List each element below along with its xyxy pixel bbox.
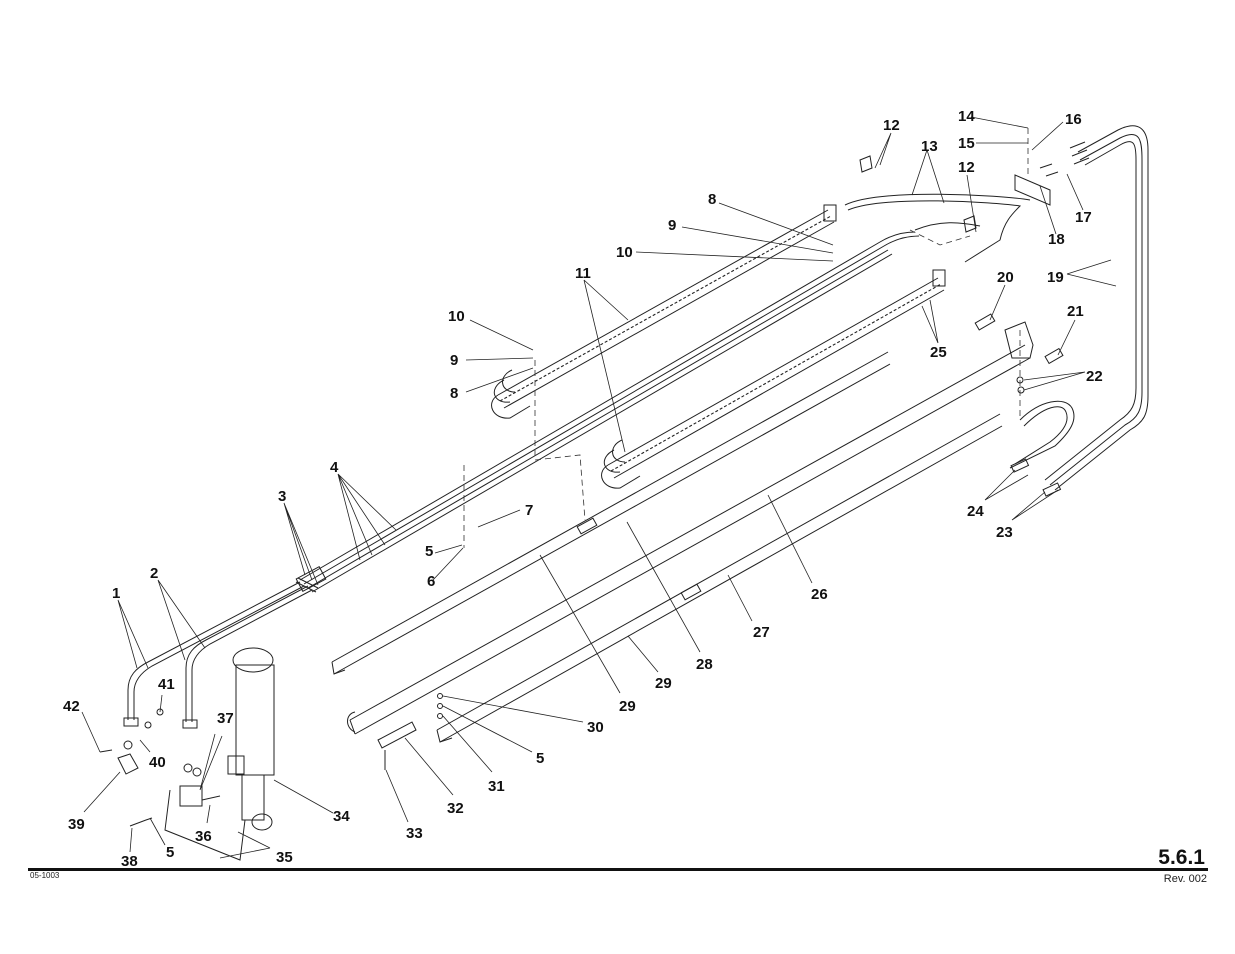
callout-29b: 29 [619,698,636,715]
fittings [859,141,1090,497]
callout-41: 41 [158,676,175,693]
callout-34: 34 [333,808,350,825]
callout-29: 29 [655,675,672,692]
callout-27: 27 [753,624,770,641]
mount-bracket [1014,163,1059,206]
callout-20: 20 [997,269,1014,286]
callout-39: 39 [68,816,85,833]
callout-18: 18 [1048,231,1065,248]
callout-9b: 9 [668,217,676,234]
callout-1: 1 [112,585,120,602]
callout-labels: 1 2 3 4 5 6 7 8 9 10 8 9 10 11 12 12 13 … [63,108,1103,870]
callout-15: 15 [958,135,975,152]
callout-16: 16 [1065,111,1082,128]
lower-cable-chain [601,269,946,489]
callout-9: 9 [450,352,458,369]
callout-14: 14 [958,108,975,125]
callout-4: 4 [330,459,339,476]
callout-23: 23 [996,524,1013,541]
revision-label: Rev. 002 [1163,873,1207,885]
channel-upper [331,351,891,675]
callout-5: 5 [425,543,433,560]
valve-assembly [99,708,164,827]
callout-33: 33 [406,825,423,842]
callout-38: 38 [121,853,138,870]
callout-24: 24 [967,503,984,520]
callout-11: 11 [575,265,591,282]
callout-28: 28 [696,656,713,673]
tube-bundle [295,231,920,593]
callout-5c: 5 [166,844,174,861]
hose-bundle-top [844,193,1031,263]
callout-36: 36 [195,828,212,845]
hydraulic-cylinder [227,647,275,831]
callout-17: 17 [1075,209,1092,226]
leader-lines [81,116,1117,859]
callout-12b: 12 [958,159,975,176]
callout-3: 3 [278,488,286,505]
support-beam [347,321,1034,735]
callout-7: 7 [525,502,533,519]
upper-cable-chain [491,204,837,419]
page-number: 5.6.1 [1158,846,1205,869]
callout-40: 40 [149,754,166,771]
callout-35: 35 [276,849,293,866]
callout-13: 13 [921,138,938,155]
callout-6: 6 [427,573,435,590]
callout-30: 30 [587,719,604,736]
callout-22: 22 [1086,368,1103,385]
callout-42: 42 [63,698,80,715]
callout-31: 31 [488,778,505,795]
document-code: 05-1003 [30,871,60,880]
callout-32: 32 [447,800,464,817]
manifold-block [164,763,246,861]
callout-5b: 5 [536,750,544,767]
callout-19: 19 [1047,269,1064,286]
hose-bundle-right [1009,125,1149,491]
callout-25: 25 [930,344,947,361]
channel-lower [436,413,1003,743]
footer-rule [28,868,1208,871]
callout-10: 10 [448,308,465,325]
callout-26: 26 [811,586,828,603]
plate-and-bolt [377,693,443,770]
part-geometry [99,125,1149,861]
callout-8: 8 [450,385,458,402]
hose-bundle-left [123,581,313,729]
callout-12: 12 [883,117,900,134]
callout-21: 21 [1067,303,1084,320]
callout-8b: 8 [708,191,716,208]
callout-10b: 10 [616,244,633,261]
callout-37: 37 [217,710,234,727]
callout-2: 2 [150,565,158,582]
alignment-lines [463,128,1029,548]
